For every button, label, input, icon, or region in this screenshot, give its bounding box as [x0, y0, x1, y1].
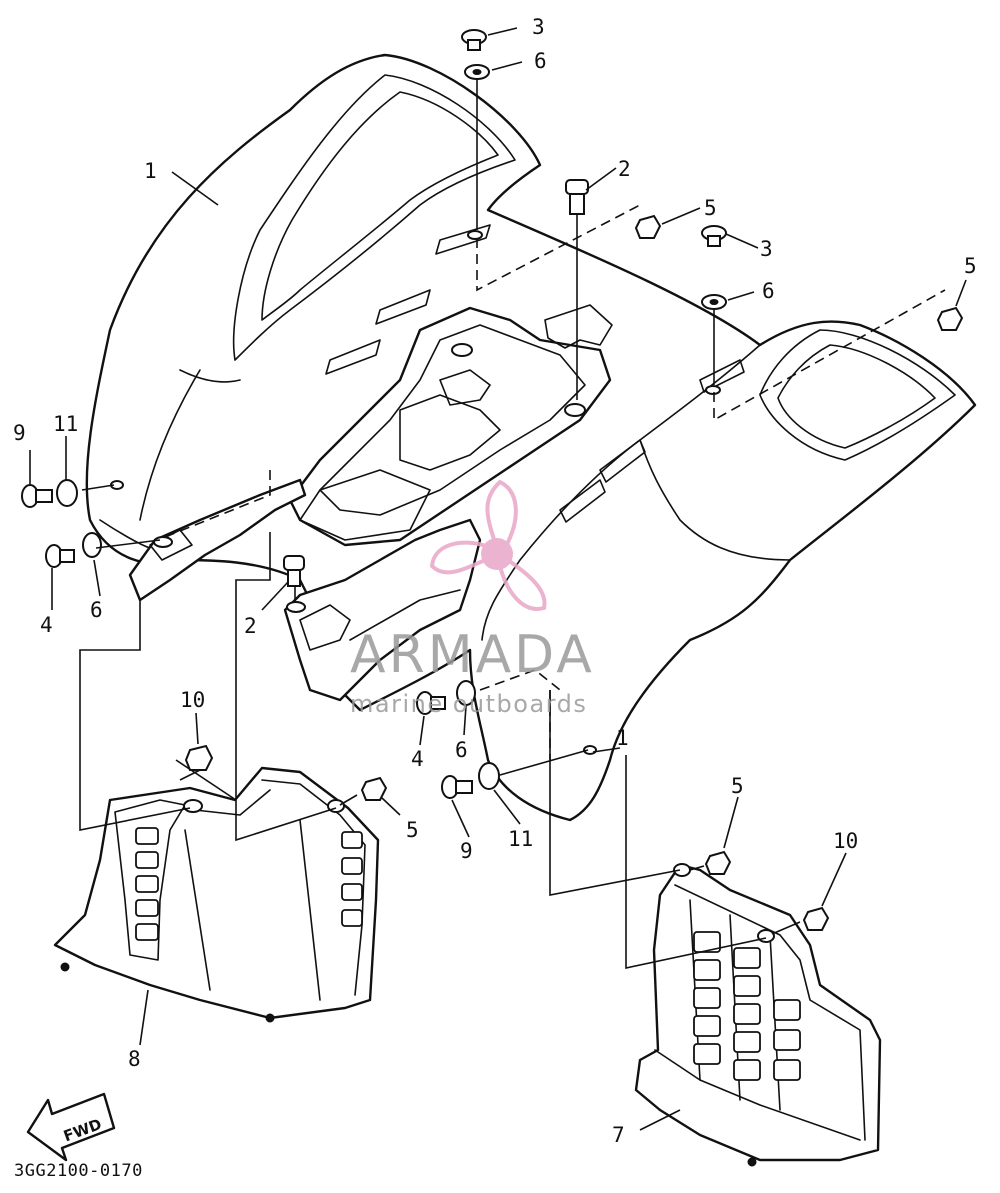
- callout-11-left: 11: [53, 412, 78, 436]
- washer-11-mid: [478, 762, 500, 790]
- nut-10-right: [802, 906, 830, 931]
- nut-10-left: [184, 744, 214, 771]
- assembly-lines: [79, 80, 946, 969]
- callout-8-guard: 8: [128, 1047, 141, 1071]
- nut-5-b: [936, 306, 964, 331]
- callout-3-right: 3: [760, 237, 773, 261]
- nut-5-a: [634, 214, 662, 239]
- callout-3-top: 3: [532, 15, 545, 39]
- callout-5-b: 5: [964, 254, 977, 278]
- nut-5-d: [704, 850, 732, 875]
- nut-5-c: [360, 776, 388, 801]
- screw-3-top: [461, 29, 487, 51]
- callout-10-left: 10: [180, 688, 205, 712]
- screw-3-right: [701, 225, 727, 247]
- callout-leaders: [29, 27, 967, 1131]
- washer-11-left: [56, 479, 78, 507]
- washer-6-mid: [456, 680, 476, 706]
- bolt-2-top: [565, 179, 589, 215]
- callout-6-right: 6: [762, 279, 775, 303]
- callout-2-top: 2: [618, 157, 631, 181]
- armada-watermark: ARMADA marine outboards: [350, 479, 595, 718]
- mud-guard-left: [53, 766, 380, 1023]
- callout-2-mid: 2: [244, 614, 257, 638]
- drawing-code: 3GG2100-0170: [14, 1161, 143, 1181]
- callout-4-mid: 4: [411, 747, 424, 771]
- screw-4-mid: [416, 691, 446, 715]
- callout-9-mid: 9: [460, 839, 473, 863]
- callout-11-mid: 11: [508, 827, 533, 851]
- hardware: [21, 29, 964, 931]
- washer-6-left: [82, 532, 102, 558]
- callout-6-left: 6: [90, 598, 103, 622]
- callout-6-mid: 6: [455, 738, 468, 762]
- screw-9-mid: [441, 775, 473, 799]
- mud-guard-right: [634, 863, 882, 1167]
- screw-4-left: [45, 544, 75, 568]
- screw-9-left: [21, 484, 53, 508]
- callout-4-left: 4: [40, 613, 53, 637]
- bolt-2-mid: [283, 555, 305, 587]
- propeller-logo: [429, 479, 547, 611]
- watermark-name: ARMADA: [350, 625, 595, 685]
- callout-5-a: 5: [704, 196, 717, 220]
- callout-10-right: 10: [833, 829, 858, 853]
- callout-6-top: 6: [534, 49, 547, 73]
- callout-1-fender-lower: 1: [616, 726, 629, 750]
- callout-1-fender: 1: [144, 159, 157, 183]
- forward-arrow: FWD: [26, 1092, 116, 1162]
- callout-7-guard: 7: [612, 1123, 625, 1147]
- watermark-tagline: marine outboards: [350, 690, 587, 718]
- callout-5-d: 5: [731, 774, 744, 798]
- callout-5-c: 5: [406, 818, 419, 842]
- callout-labels: 1 1 2 2 3 3 4 4 5 5 5 5 6 6 6 6 7 8 9 9 …: [13, 15, 977, 1147]
- callout-9-left: 9: [13, 421, 26, 445]
